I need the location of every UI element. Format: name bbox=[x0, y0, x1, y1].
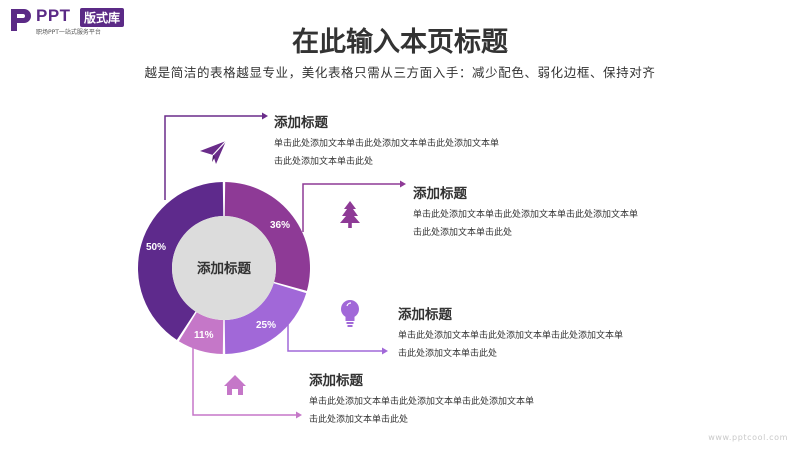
footer-watermark: www.pptcool.com bbox=[708, 433, 788, 442]
segment-label-2: 25% bbox=[256, 320, 277, 331]
donut-segment-4 bbox=[138, 182, 224, 340]
text-block-line: 单击此处添加文本单击此处添加文本单击此处添加文本单 bbox=[274, 139, 500, 149]
donut-center-label: 添加标题 bbox=[197, 261, 251, 277]
ppt-logo-mark bbox=[11, 9, 31, 31]
home-icon bbox=[224, 375, 246, 395]
text-block-body: 单击此处添加文本单击此处添加文本单击此处添加文本单 击此处添加文本单击此处 bbox=[398, 327, 663, 363]
text-block-body: 单击此处添加文本单击此处添加文本单击此处添加文本单 击此处添加文本单击此处 bbox=[274, 135, 539, 171]
text-block-line: 击此处添加文本单击此处 bbox=[413, 228, 513, 238]
text-block-body: 单击此处添加文本单击此处添加文本单击此处添加文本单 击此处添加文本单击此处 bbox=[413, 206, 678, 242]
text-block-line: 单击此处添加文本单击此处添加文本单击此处添加文本单 bbox=[398, 331, 624, 341]
page-title: 在此输入本页标题 bbox=[292, 27, 508, 58]
logo: PPT 版式库 职场PPT一站式服务平台 bbox=[8, 6, 158, 36]
lightbulb-icon bbox=[341, 300, 359, 327]
text-block-line: 击此处添加文本单击此处 bbox=[274, 157, 374, 167]
connector-1 bbox=[164, 115, 262, 200]
text-block-line: 单击此处添加文本单击此处添加文本单击此处添加文本单 bbox=[413, 210, 639, 220]
segment-label-3: 11% bbox=[194, 330, 214, 341]
text-block-line: 击此处添加文本单击此处 bbox=[309, 415, 409, 425]
donut-segment-1 bbox=[224, 182, 310, 291]
donut-segment-3 bbox=[178, 312, 224, 354]
connector-arrows bbox=[262, 112, 406, 419]
text-block-2: 添加标题 单击此处添加文本单击此处添加文本单击此处添加文本单 击此处添加文本单击… bbox=[413, 182, 678, 242]
arrow-4 bbox=[296, 411, 302, 419]
arrow-3 bbox=[382, 347, 388, 355]
text-block-3: 添加标题 单击此处添加文本单击此处添加文本单击此处添加文本单 击此处添加文本单击… bbox=[398, 303, 663, 363]
text-block-title: 添加标题 bbox=[398, 307, 452, 323]
text-block-title: 添加标题 bbox=[309, 373, 363, 389]
connector-2 bbox=[302, 183, 400, 232]
donut-segment-2 bbox=[224, 283, 307, 354]
text-block-4: 添加标题 单击此处添加文本单击此处添加文本单击此处添加文本单 击此处添加文本单击… bbox=[309, 369, 574, 429]
segment-label-4: 50% bbox=[146, 242, 167, 253]
connector-4 bbox=[192, 346, 296, 416]
paper-plane-icon bbox=[200, 140, 227, 164]
segment-label-1: 36% bbox=[270, 220, 291, 231]
donut-center bbox=[172, 216, 276, 320]
page-subtitle: 越是简洁的表格越显专业，美化表格只需从三方面入手：减少配色、弱化边框、保持对齐 bbox=[144, 65, 656, 80]
text-block-body: 单击此处添加文本单击此处添加文本单击此处添加文本单 击此处添加文本单击此处 bbox=[309, 393, 574, 429]
arrow-1 bbox=[262, 112, 268, 120]
logo-badge: 版式库 bbox=[80, 8, 125, 27]
logo-tagline: 职场PPT一站式服务平台 bbox=[36, 29, 101, 36]
logo-name: PPT bbox=[36, 6, 71, 25]
text-block-line: 击此处添加文本单击此处 bbox=[398, 349, 498, 359]
text-block-line: 单击此处添加文本单击此处添加文本单击此处添加文本单 bbox=[309, 397, 535, 407]
arrow-2 bbox=[400, 180, 406, 188]
text-block-1: 添加标题 单击此处添加文本单击此处添加文本单击此处添加文本单 击此处添加文本单击… bbox=[274, 111, 539, 171]
tree-icon bbox=[340, 201, 360, 228]
text-block-title: 添加标题 bbox=[274, 115, 328, 131]
connector-3 bbox=[287, 312, 382, 352]
donut-chart bbox=[138, 182, 310, 354]
text-block-title: 添加标题 bbox=[413, 186, 467, 202]
